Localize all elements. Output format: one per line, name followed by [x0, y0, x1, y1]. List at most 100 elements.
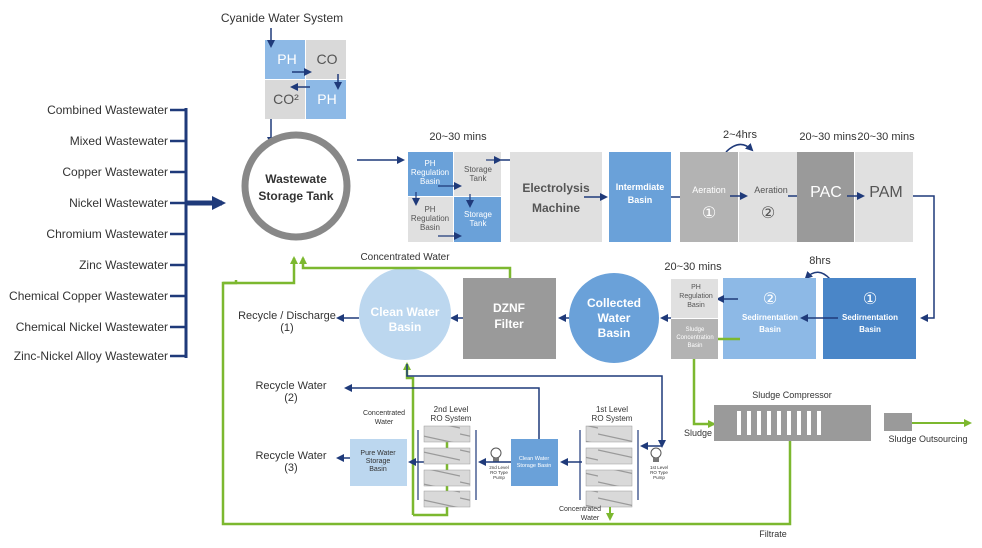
clean-storage-label-1: Clean Water: [519, 456, 550, 462]
pure-water-label-3: Basin: [369, 466, 387, 473]
ph-sludge-time: 20~30 mins: [664, 261, 722, 273]
sludge-conc-label-1: Sludge: [686, 327, 705, 333]
ro1-pump-label-2: RO Type: [650, 470, 668, 475]
ph-regulation-time: 20~30 mins: [429, 131, 487, 143]
pure-water-storage-basin: Pure Water Storage Basin: [350, 439, 407, 486]
sludge-compressor-label: Sludge Compressor: [752, 390, 832, 400]
concentrated-ro2-label-1: Concentrated: [363, 410, 405, 417]
dznf-label-1: DZNF: [493, 301, 525, 315]
aeration-label-2: Aeration: [754, 185, 788, 195]
sludge-conc-label-3: Basin: [687, 343, 702, 349]
pac-time: 20~30 mins: [799, 131, 857, 143]
input-item-chemical-nickel: Chemical Nickel Wastewater: [16, 320, 168, 334]
intermediate-label-2: Basin: [628, 195, 653, 205]
sludge-label: Sludge: [684, 428, 712, 438]
clean-storage-label-2: Storage Basin: [517, 463, 552, 469]
ph-reg-top-label-3: Basin: [420, 177, 440, 186]
intermediate-basin: Intermdiate Basin: [609, 152, 671, 242]
concentrated-water-return: [299, 256, 512, 278]
sedimentation-num-2: ②: [763, 291, 777, 308]
storage-tank-top-label-2: Tank: [470, 174, 488, 183]
ro1-pump-label-1: 1st Level: [650, 465, 668, 470]
clean-water-label-1: Clean Water: [371, 305, 440, 319]
input-item-chromium: Chromium Wastewater: [46, 227, 168, 241]
pure-water-label-1: Pure Water: [360, 450, 396, 457]
sludge-to-compressor: [692, 359, 716, 428]
sedimentation-1-label-2: Basin: [859, 325, 881, 334]
pure-water-label-2: Storage: [366, 458, 391, 465]
ro1-concentrate-out: Concentrated Water: [559, 506, 614, 522]
ro-system-1st-level: 1st Level RO System 1st Level RO Type Pu…: [579, 405, 668, 508]
clean-to-ro1-line: [406, 364, 666, 448]
cyanide-water-system: Cyanide Water System PH CO CO² PH: [221, 11, 346, 145]
recycle-2-label-2: (2): [284, 392, 297, 404]
ro1-label-1: 1st Level: [596, 405, 628, 414]
electrolysis-label-1: Electrolysis: [522, 181, 590, 195]
ro2-pump-label-2: RO Type: [490, 470, 508, 475]
storage-tank-label-2: Storage Tank: [258, 189, 333, 203]
ph-reg-bot-label-2: Regulation: [411, 214, 449, 223]
pac-pam-block: 20~30 mins 20~30 mins PAC PAM: [797, 131, 915, 242]
pam-label: PAM: [869, 184, 902, 201]
ro1-pump-label-3: Pump: [653, 475, 665, 480]
input-item-mixed: Mixed Wastewater: [70, 134, 168, 148]
ph-sludge-block: 20~30 mins PH Regulation Basin Sludge Co…: [664, 261, 722, 359]
cyanide-ph-label-2: PH: [317, 91, 336, 107]
input-wastewater-list: Combined Wastewater Mixed Wastewater Cop…: [9, 103, 226, 363]
dznf-label-2: Filter: [494, 317, 524, 331]
aeration-time: 2~4hrs: [723, 129, 757, 141]
ph-sludge-ph-label-1: PH: [691, 284, 701, 291]
recycle2-line: [344, 384, 540, 445]
clean-water-label-2: Basin: [389, 320, 422, 334]
concentrated-water-label: Concentrated Water: [360, 252, 450, 263]
ro2-label-1: 2nd Level: [434, 405, 469, 414]
ph-sludge-ph-label-2: Regulation: [679, 293, 713, 300]
aeration-num-1: ①: [702, 205, 716, 222]
recycle-1-label-2: (1): [280, 322, 293, 334]
sedimentation-block: 8hrs ① Sedirnentation Basin ② Sedirnenta…: [723, 255, 916, 359]
cyanide-ph-label-1: PH: [277, 51, 296, 67]
storage-tank-bot-label-1: Storage: [464, 210, 493, 219]
pam-time: 20~30 mins: [857, 131, 915, 143]
input-item-combined: Combined Wastewater: [47, 103, 168, 117]
collected-label-2: Water: [598, 311, 631, 325]
ro2-concentrate-to-clean: [413, 440, 449, 517]
cyanide-title: Cyanide Water System: [221, 11, 343, 25]
sedimentation-2-label-1: Sedirnentation: [742, 313, 798, 322]
collected-water-basin: Collected Water Basin: [569, 273, 659, 363]
aeration-block: 2~4hrs Aeration ① Aeration ②: [680, 129, 797, 242]
cyanide-co-label: CO: [317, 51, 338, 67]
electrolysis-label-2: Machine: [532, 201, 580, 215]
storage-tank-label-1: Wastewate: [265, 172, 327, 186]
sedimentation-2-label-2: Basin: [759, 325, 781, 334]
concentrated-ro1-label-2: Water: [581, 515, 600, 522]
ro2-label-2: RO System: [431, 414, 472, 423]
collected-label-3: Basin: [598, 326, 631, 340]
green-return-lines: [221, 256, 792, 526]
recycle-3-label-2: (3): [284, 462, 297, 474]
cyanide-co-box: [306, 40, 346, 79]
sedimentation-time: 8hrs: [809, 255, 831, 267]
sludge-outsourcing-label: Sludge Outsourcing: [888, 434, 967, 444]
pam-to-sedimentation-line: [913, 195, 935, 322]
ph-reg-bot-label-1: PH: [424, 205, 435, 214]
ro-concentrate-return: [403, 362, 415, 515]
sludge-compressor: Sludge Compressor: [714, 390, 972, 441]
input-item-chemical-copper: Chemical Copper Wastewater: [9, 289, 168, 303]
input-item-nickel: Nickel Wastewater: [69, 196, 168, 210]
intermediate-label-1: Intermdiate: [616, 182, 665, 192]
sludge-outsourcing-box: [884, 413, 912, 431]
storage-tank-bot-label-2: Tank: [470, 219, 488, 228]
ro-system-2nd-level: 2nd Level RO System Concentrated Water 2…: [363, 405, 509, 508]
ro2-pump-label-3: Pump: [493, 475, 505, 480]
ro1-pump-icon: [650, 447, 662, 462]
input-item-copper: Copper Wastewater: [62, 165, 168, 179]
aeration-num-2: ②: [761, 205, 775, 222]
ro2-pump-icon: [490, 447, 502, 462]
wastewater-storage-tank: Wastewate Storage Tank: [241, 131, 351, 241]
recycle-2-label-1: Recycle Water: [255, 380, 326, 392]
sludge-conc-label-2: Concentration: [676, 335, 713, 341]
clean-water-storage-basin: Clean Water Storage Basin: [511, 439, 558, 486]
input-item-zinc-nickel: Zinc-Nickel Alloy Wastewater: [14, 349, 168, 363]
